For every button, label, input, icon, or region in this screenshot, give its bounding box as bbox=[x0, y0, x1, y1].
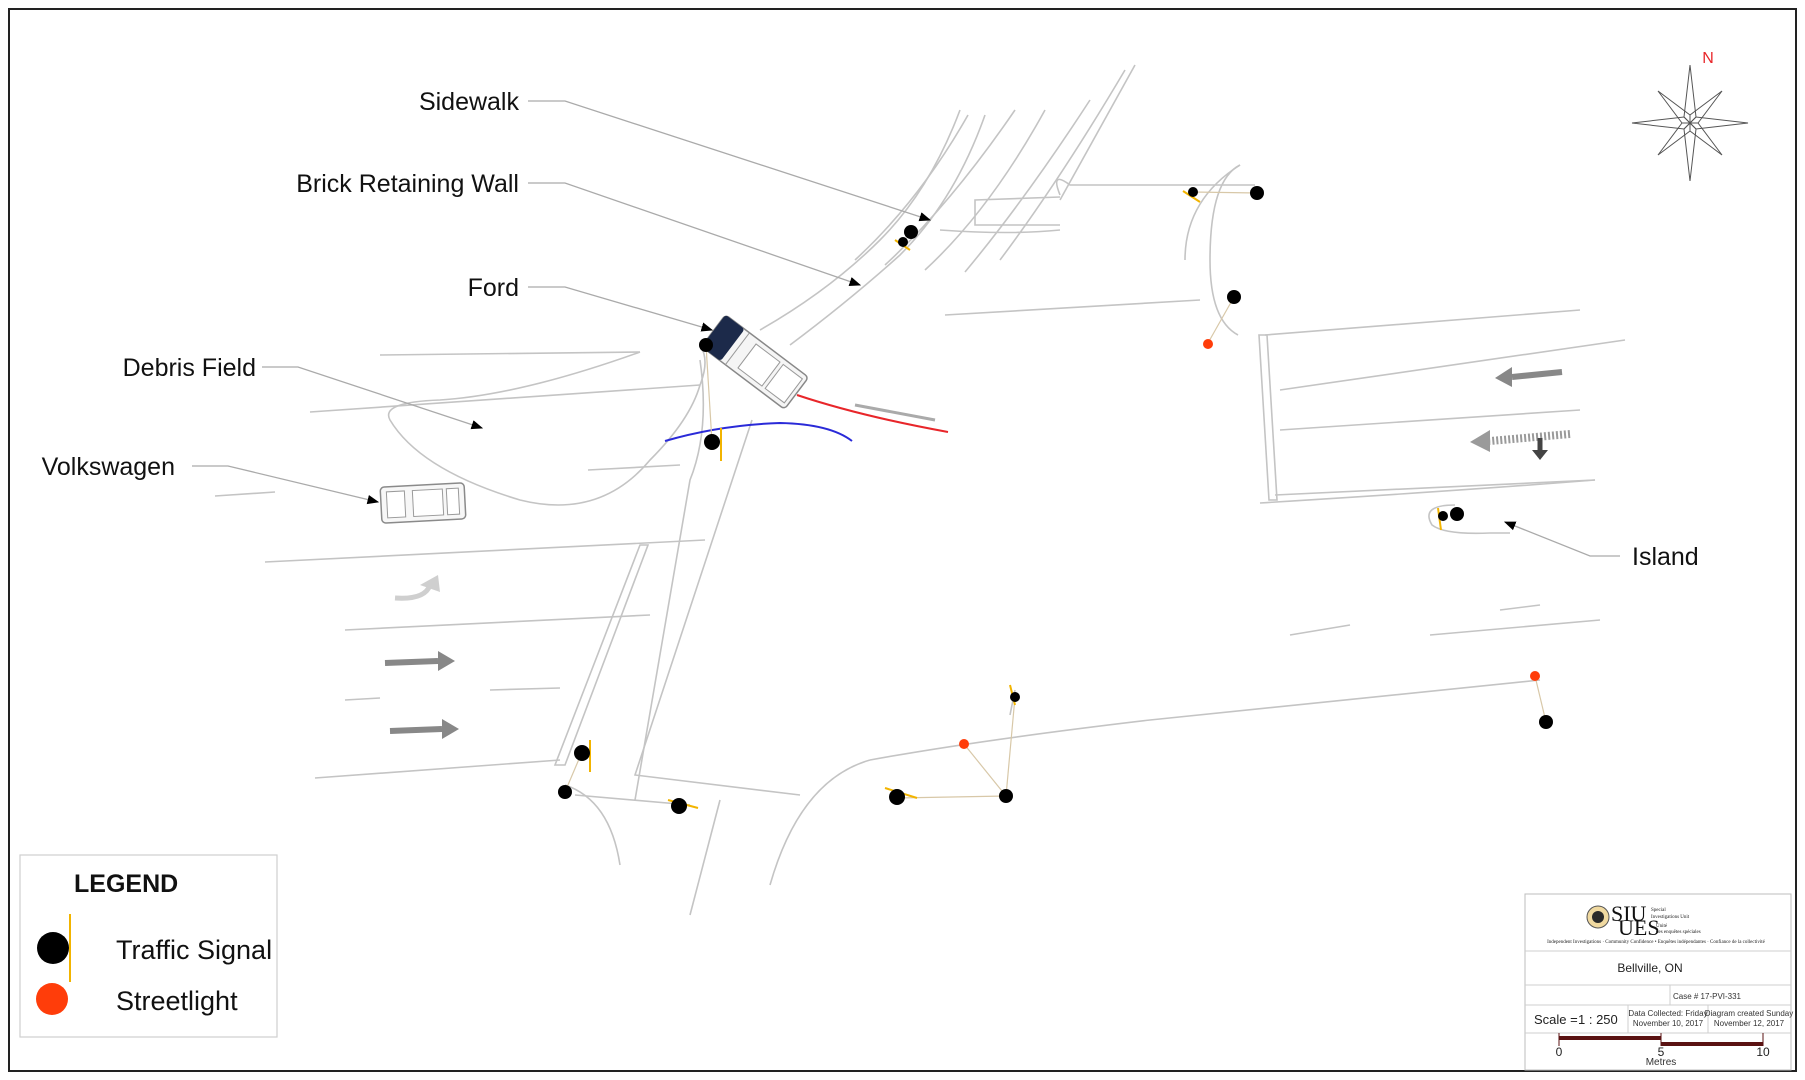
scale-units: Metres bbox=[1646, 1057, 1677, 1068]
traffic-signal bbox=[558, 785, 572, 799]
scale-tick-10: 10 bbox=[1756, 1045, 1770, 1059]
lane-arrow-west-2 bbox=[1470, 430, 1571, 460]
legend-traffic-signal-label: Traffic Signal bbox=[116, 935, 272, 965]
traffic-signals bbox=[558, 186, 1553, 814]
scale-tick-5: 5 bbox=[1658, 1045, 1665, 1059]
legend-title: LEGEND bbox=[74, 870, 178, 898]
traffic-signal bbox=[671, 798, 687, 814]
leader-brick-wall bbox=[528, 182, 862, 286]
traffic-signal bbox=[1450, 507, 1464, 521]
callout-leaders bbox=[192, 100, 1620, 557]
traffic-signal bbox=[889, 789, 905, 805]
label-ford: Ford bbox=[468, 274, 519, 302]
label-island: Island bbox=[1632, 543, 1699, 571]
label-sidewalk: Sidewalk bbox=[419, 88, 520, 116]
lane-arrow-east-2 bbox=[389, 719, 459, 739]
leader-sidewalk bbox=[528, 100, 932, 222]
logo-motto: Independent Investigations · Community C… bbox=[1547, 940, 1766, 945]
north-arrow-icon bbox=[1631, 64, 1749, 182]
traffic-signal bbox=[1250, 186, 1264, 200]
streetlight bbox=[959, 739, 969, 749]
traffic-signal bbox=[574, 745, 590, 761]
pole-connectors bbox=[564, 191, 1547, 799]
tb-location: Bellville, ON bbox=[1617, 961, 1682, 975]
leader-debris bbox=[262, 366, 484, 430]
streetlight bbox=[1530, 671, 1540, 681]
leader-island bbox=[1503, 521, 1620, 557]
road-lines bbox=[214, 64, 1626, 916]
volkswagen-vehicle bbox=[379, 482, 467, 524]
legend-traffic-signal-icon bbox=[37, 932, 69, 964]
logo-small-1: Special bbox=[1651, 908, 1666, 913]
logo-siu: SIU bbox=[1611, 901, 1647, 926]
siu-seal-icon bbox=[1586, 905, 1610, 929]
tb-case: Case # 17-PVI-331 bbox=[1673, 992, 1742, 1001]
legend-streetlight-label: Streetlight bbox=[116, 986, 238, 1016]
traffic-signal bbox=[1010, 692, 1020, 702]
title-block: SIU UES Special Investigations Unit Unit… bbox=[1524, 893, 1794, 1071]
logo-ues: UES bbox=[1618, 915, 1660, 940]
tb-diagram-created-1: Diagram created Sunday bbox=[1705, 1009, 1794, 1018]
skid-mark-red bbox=[796, 394, 949, 433]
traffic-signal bbox=[904, 225, 918, 239]
traffic-signal bbox=[1539, 715, 1553, 729]
traffic-signal bbox=[898, 237, 908, 247]
scale-bar bbox=[1558, 1033, 1764, 1046]
traffic-signal bbox=[1438, 511, 1448, 521]
label-debris: Debris Field bbox=[123, 354, 256, 382]
traffic-signal bbox=[699, 338, 713, 352]
ford-vehicle bbox=[702, 315, 808, 409]
lane-arrow-east-1 bbox=[384, 651, 455, 671]
tb-diagram-created-2: November 12, 2017 bbox=[1714, 1019, 1785, 1028]
logo-small-4: des enquêtes spéciales bbox=[1656, 930, 1701, 935]
lane-arrows bbox=[384, 367, 1571, 739]
traffic-signal bbox=[704, 434, 720, 450]
north-label: N bbox=[1702, 50, 1714, 67]
label-brick-wall: Brick Retaining Wall bbox=[296, 170, 519, 198]
lane-arrow-west-1 bbox=[1495, 367, 1563, 387]
streetlights bbox=[959, 339, 1540, 749]
leader-ford bbox=[528, 286, 714, 332]
tb-scale-value: 1 : 250 bbox=[1578, 1012, 1618, 1027]
scale-tick-0: 0 bbox=[1556, 1045, 1563, 1059]
tb-scale-label: Scale = bbox=[1534, 1012, 1578, 1027]
traffic-signal bbox=[999, 789, 1013, 803]
streetlight bbox=[1203, 339, 1213, 349]
tb-data-collected-1: Data Collected: Friday bbox=[1628, 1009, 1707, 1018]
label-volkswagen: Volkswagen bbox=[42, 453, 175, 481]
logo-small-3: Unité bbox=[1656, 924, 1668, 929]
tb-data-collected-2: November 10, 2017 bbox=[1633, 1019, 1704, 1028]
legend-streetlight-icon bbox=[36, 983, 68, 1015]
diagram-frame bbox=[8, 8, 1797, 1072]
logo-small-2: Investigations Unit bbox=[1651, 915, 1690, 920]
leader-volkswagen bbox=[192, 465, 380, 505]
traffic-signal bbox=[1188, 187, 1198, 197]
legend: LEGEND Traffic Signal Streetlight bbox=[19, 854, 278, 1038]
lane-arrow-turn bbox=[394, 575, 440, 601]
path-blue bbox=[664, 421, 853, 442]
traffic-signal bbox=[1227, 290, 1241, 304]
